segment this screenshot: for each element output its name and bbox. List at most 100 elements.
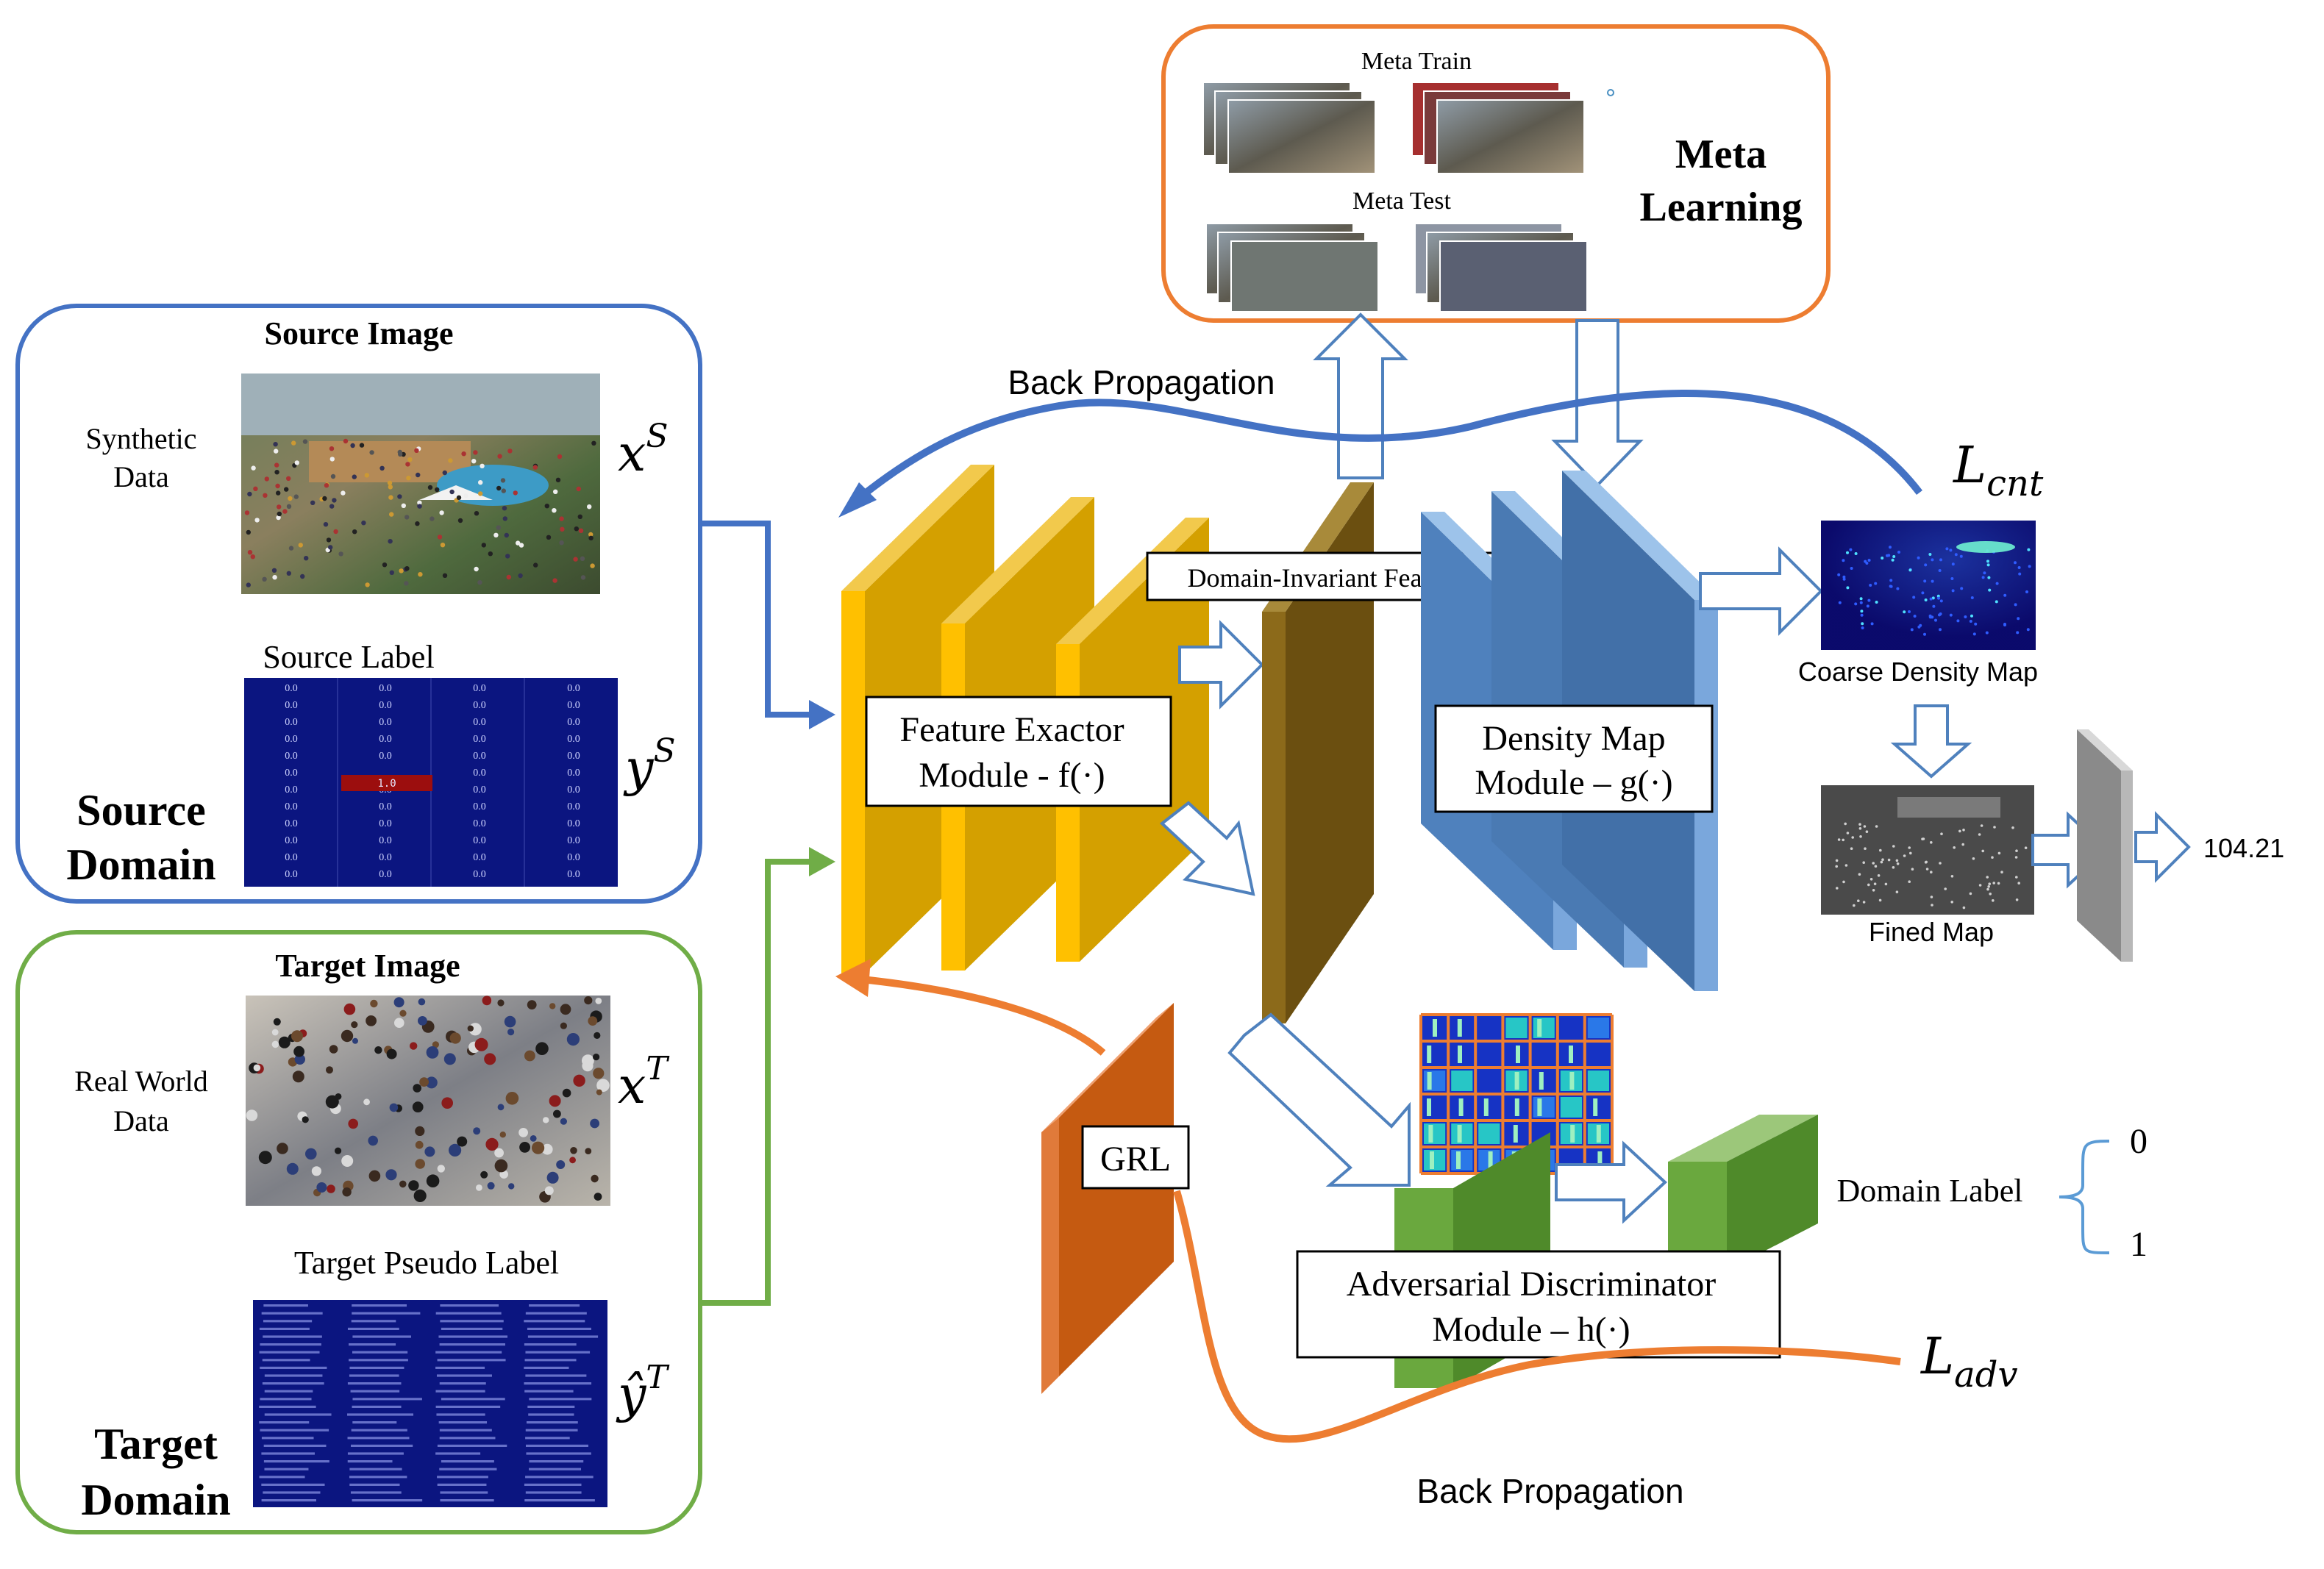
target-side-label-1: Real World (74, 1065, 208, 1098)
coarse-density-point (1949, 548, 1953, 552)
source-crowd-person (481, 543, 486, 548)
source-image-title: Source Image (264, 315, 453, 351)
meta-up-arrow (1313, 312, 1408, 479)
source-label-cell: 0.0 (567, 751, 580, 762)
feature-to-invariant-arrow-lower (1159, 801, 1255, 896)
coarse-density-point (1924, 598, 1928, 601)
heatmap-streak (1428, 1125, 1433, 1143)
target-crowd-person (546, 1171, 559, 1184)
source-crowd-person (352, 529, 357, 535)
target-crowd-person (419, 1077, 429, 1087)
target-crowd-person (277, 1143, 288, 1154)
source-crowd-person (506, 574, 511, 580)
heatmap-cell (1424, 1150, 1446, 1171)
coarse-density-point (1974, 622, 1978, 626)
fined-map-point (1950, 901, 1953, 904)
heatmap-streak (1539, 1072, 1544, 1090)
fined-map-point (1978, 884, 1982, 887)
source-crowd-person (513, 490, 518, 496)
fined-map-point (1857, 899, 1860, 902)
fined-map-point (1924, 861, 1928, 864)
target-label-digits (349, 1359, 408, 1362)
feature-module-label-box (865, 696, 1172, 807)
source-panel-border (15, 304, 702, 904)
target-crowd-person (271, 1040, 279, 1048)
source-crowd-person (544, 504, 549, 509)
fined-map-point (1872, 862, 1875, 865)
source-crowd-person (518, 543, 524, 548)
coarse-density-point (1986, 560, 1989, 563)
source-crowd-person (471, 459, 477, 464)
heatmap-streak (1513, 1125, 1518, 1143)
target-x-symbol: xT (618, 1050, 670, 1115)
source-crowd-person (588, 535, 594, 540)
source-label-cell: 0.0 (473, 751, 486, 762)
coarse-density-point (1842, 577, 1846, 581)
grl-to-feature-arrowhead (835, 959, 871, 997)
heatmap-streak (1537, 1098, 1542, 1116)
source-crowd-person (404, 566, 410, 571)
fined-map-point (1864, 847, 1867, 850)
target-label-digits (350, 1491, 402, 1494)
target-label-digits (264, 1413, 332, 1416)
source-crowd-person (415, 521, 420, 526)
target-label-digits (349, 1468, 402, 1470)
source-crowd-person (580, 575, 586, 580)
fined-map-point (1844, 822, 1847, 826)
target-image (246, 996, 610, 1206)
domain-invariant-feature-block (1262, 482, 1374, 1023)
coarse-density-point (1938, 613, 1941, 617)
target-crowd-person (413, 1084, 421, 1093)
source-crowd-person (253, 486, 258, 491)
coarse-density-point (2016, 631, 2020, 635)
target-crowd-person (497, 1104, 505, 1111)
fined-map-point (1980, 824, 1983, 827)
heatmap-streak (1488, 1151, 1493, 1169)
source-label-cell: 0.0 (473, 818, 486, 829)
source-crowd-person (298, 543, 303, 548)
coarse-density-point (1860, 610, 1864, 613)
source-label-cell: 0.0 (285, 801, 298, 812)
fined-map-point (1940, 832, 1943, 835)
heatmap-streak (1427, 1098, 1431, 1116)
fined-map-point (2024, 846, 2028, 849)
source-crowd-person (546, 535, 552, 540)
target-label-digits (525, 1476, 594, 1479)
target-label-digits (524, 1320, 585, 1323)
coarse-density-map-label: Coarse Density Map (1798, 657, 2038, 687)
source-crowd-person (282, 509, 288, 514)
coarse-density-point (1859, 601, 1863, 604)
source-crowd-person (286, 571, 291, 576)
fined-map-point (1895, 890, 1899, 893)
heatmap-streak (1457, 1019, 1462, 1037)
target-label-digits (439, 1437, 496, 1440)
coarse-density-point (1923, 579, 1927, 583)
meta-dot (1607, 89, 1614, 96)
target-label-digits (525, 1491, 582, 1494)
source-crowd-person (577, 514, 582, 519)
source-crowd-person (246, 582, 251, 587)
source-crowd-person (576, 486, 581, 492)
heatmap-cell (1478, 1123, 1500, 1144)
source-crowd-person (427, 485, 433, 490)
coarse-density-point (1929, 597, 1933, 601)
source-label-cell: 0.0 (285, 869, 298, 880)
target-crowd-person (532, 1141, 545, 1154)
target-label-digits (440, 1499, 494, 1502)
source-crowd-person (341, 490, 346, 496)
fined-map-point (1921, 837, 1924, 840)
target-label-digits (435, 1366, 485, 1369)
heatmap-streak (1427, 1072, 1432, 1090)
heatmap-streak (1430, 1151, 1434, 1169)
heatmap-streak (1593, 1098, 1598, 1116)
target-label-digits (352, 1304, 407, 1307)
target-label-digits (349, 1374, 399, 1377)
target-label-digits (525, 1429, 578, 1432)
fined-map-point (1903, 854, 1906, 857)
source-crowd-person (439, 510, 444, 515)
heatmap-streak (1537, 1019, 1542, 1037)
source-crowd-person (244, 510, 250, 515)
target-crowd-person (413, 1189, 427, 1202)
target-crowd-person (418, 1016, 427, 1026)
coarse-density-point (1987, 576, 1991, 579)
